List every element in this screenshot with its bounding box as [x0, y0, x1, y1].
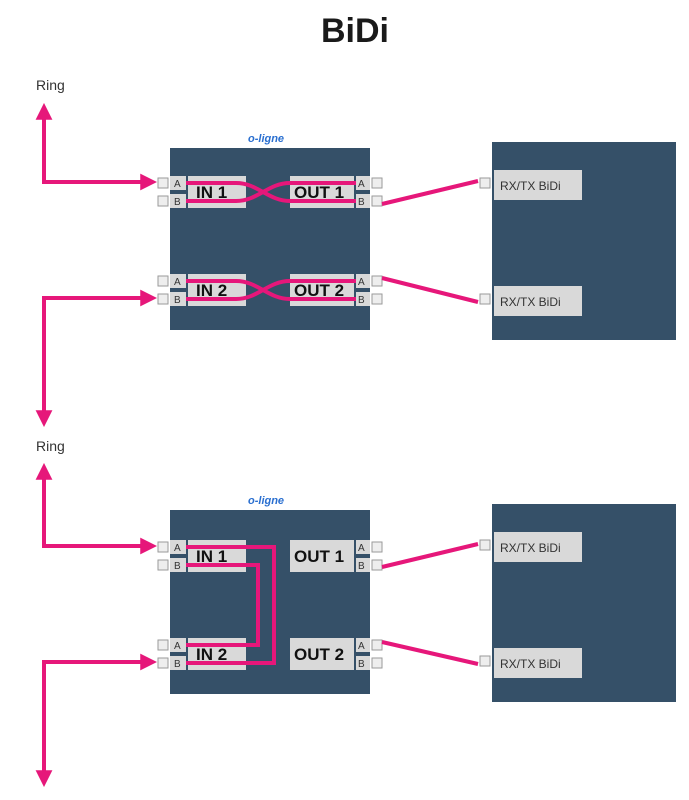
pin-a-out1-bottom	[356, 540, 370, 554]
pin-b-out2-top	[356, 292, 370, 306]
pin-label-a: A	[174, 179, 181, 190]
connector-stub	[371, 177, 383, 189]
pin-a-in2-bottom	[170, 638, 186, 652]
pin-a-in2-top	[170, 274, 186, 288]
ring-label-top: Ring	[36, 77, 65, 93]
connector-stub	[479, 293, 491, 305]
port-label-in2: IN 2	[196, 281, 227, 300]
connector-stub	[157, 177, 169, 189]
device-port-top-1	[494, 170, 582, 200]
port-label-in1: IN 1	[196, 183, 227, 202]
device-port-label: RX/TX BiDi	[500, 541, 561, 555]
connector-stub	[157, 293, 169, 305]
connector-stub	[157, 541, 169, 553]
port-out1-bottom	[290, 540, 354, 572]
pin-label-b: B	[174, 561, 181, 572]
port-label-out2: OUT 2	[294, 281, 344, 300]
pin-label-b: B	[358, 659, 365, 670]
connector-stub	[371, 657, 383, 669]
pin-a-in1-bottom	[170, 540, 186, 554]
device-port-bottom-2	[494, 648, 582, 678]
pin-a-out2-top	[356, 274, 370, 288]
pin-b-in1-bottom	[170, 558, 186, 572]
device-port-top-2	[494, 286, 582, 316]
connector-stub	[157, 275, 169, 287]
pin-a-out1-top	[356, 176, 370, 190]
internal-links-bottom	[186, 545, 276, 665]
pin-label-b: B	[358, 295, 365, 306]
pin-label-a: A	[358, 277, 365, 288]
port-label-out1: OUT 1	[294, 547, 344, 566]
pin-a-out2-bottom	[356, 638, 370, 652]
connector-stub	[479, 539, 491, 551]
connector-stub	[371, 639, 383, 651]
connector-stub	[371, 559, 383, 571]
pin-label-a: A	[174, 277, 181, 288]
brand-logo-top: o-ligne	[248, 133, 284, 145]
pin-b-out1-bottom	[356, 558, 370, 572]
pin-b-in1-top	[170, 194, 186, 208]
pin-label-b: B	[174, 295, 181, 306]
external-links-bottom	[35, 462, 479, 788]
connector-stub	[371, 195, 383, 207]
diagram-title: BiDi	[321, 12, 389, 50]
pin-label-a: A	[358, 179, 365, 190]
port-label-in1: IN 1	[196, 547, 227, 566]
port-label-in2: IN 2	[196, 645, 227, 664]
connector-stub	[479, 655, 491, 667]
connector-stub	[479, 177, 491, 189]
device-port-label: RX/TX BiDi	[500, 295, 561, 309]
connector-stub	[371, 275, 383, 287]
pin-label-a: A	[358, 641, 365, 652]
pin-b-in2-top	[170, 292, 186, 306]
connector-stub	[371, 541, 383, 553]
ring-label-bottom: Ring	[36, 438, 65, 454]
device-port-bottom-1	[494, 532, 582, 562]
port-label-out1: OUT 1	[294, 183, 344, 202]
pin-label-a: A	[358, 543, 365, 554]
connector-stub	[371, 293, 383, 305]
internal-links-top	[186, 181, 356, 301]
device-port-label: RX/TX BiDi	[500, 179, 561, 193]
pin-label-b: B	[358, 561, 365, 572]
pin-label-b: B	[174, 659, 181, 670]
port-label-out2: OUT 2	[294, 645, 344, 664]
pin-label-a: A	[174, 543, 181, 554]
brand-logo-bottom: o-ligne	[248, 495, 284, 507]
port-out2-bottom	[290, 638, 354, 670]
pin-label-a: A	[174, 641, 181, 652]
pin-b-out2-bottom	[356, 656, 370, 670]
pin-label-b: B	[358, 197, 365, 208]
connector-stub	[157, 639, 169, 651]
connector-stub	[157, 195, 169, 207]
device-port-label: RX/TX BiDi	[500, 657, 561, 671]
pin-a-in1-top	[170, 176, 186, 190]
connector-stub	[157, 657, 169, 669]
pin-label-b: B	[174, 197, 181, 208]
external-links-top	[35, 102, 479, 428]
pin-b-in2-bottom	[170, 656, 186, 670]
pin-b-out1-top	[356, 194, 370, 208]
connector-stub	[157, 559, 169, 571]
